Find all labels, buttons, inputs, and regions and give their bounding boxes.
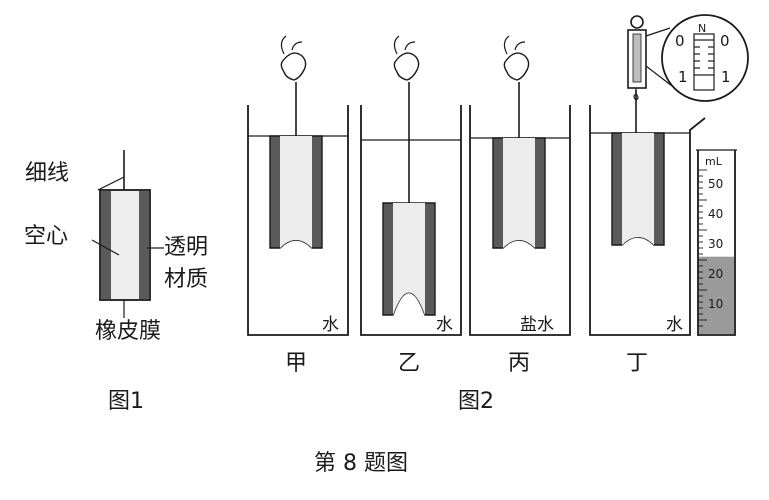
beaker-jia-walls: [247, 105, 349, 336]
graduated-cylinder: mL 50 40 30 20 10: [696, 149, 737, 336]
thread-label-pointer: [97, 176, 125, 191]
cylinder-label-10: 10: [708, 297, 723, 311]
beaker-ding-spout: [689, 117, 706, 140]
beaker-jia-liquid-label: 水: [322, 315, 339, 335]
beaker-yi-walls: [360, 105, 462, 336]
cylinder-label-30: 30: [708, 237, 723, 251]
hand-icon: [503, 52, 530, 81]
zoom-line-top: [645, 27, 671, 37]
beaker-yi-name: 乙: [398, 351, 420, 376]
zoom-line-bottom: [645, 65, 673, 87]
scale-hook-icon: [633, 88, 639, 101]
beaker-ding: 水: [589, 90, 706, 336]
caption-figure1: 图1: [108, 389, 144, 414]
cylinder-tick-group: [698, 169, 707, 327]
cylinder-label-50: 50: [708, 177, 723, 191]
fig1-tube-wall-left: [101, 191, 111, 299]
beaker-bing-liquid-label: 盐水: [520, 315, 554, 335]
hand-icon: [393, 52, 420, 81]
hand-fingers-icon: [393, 35, 416, 55]
beaker-bing: 盐水: [469, 35, 571, 336]
beaker-jia-tube-hollow: [280, 136, 312, 248]
beaker-ding-liquid-label: 水: [666, 315, 683, 335]
beaker-jia: 水: [247, 35, 349, 336]
caption-figure2: 图2: [458, 389, 494, 414]
beaker-jia-name: 甲: [285, 351, 307, 376]
cylinder-unit: mL: [705, 155, 723, 168]
magnifier-ticks: [694, 39, 714, 76]
fig1-tube-wall-right: [139, 191, 149, 299]
figure-title: 第 8 题图: [314, 451, 408, 476]
beaker-yi-liquid-label: 水: [436, 315, 453, 335]
beaker-ding-tube-hollow: [622, 133, 654, 245]
cylinder-label-20: 20: [708, 267, 723, 281]
label-membrane: 橡皮膜: [95, 319, 161, 344]
beaker-bing-tube-hollow: [503, 138, 535, 248]
label-hollow: 空心: [24, 224, 68, 249]
hand-icon: [280, 52, 307, 81]
scale-hook-ring-icon: [630, 15, 644, 29]
figure1-device: [91, 150, 164, 318]
beaker-ding-name: 丁: [626, 351, 648, 376]
cylinder-walls: [697, 150, 736, 336]
beaker-yi-tube-hollow: [393, 203, 425, 315]
scale-unit: N: [698, 22, 706, 35]
beaker-ding-walls: [589, 105, 691, 336]
label-transparent-1: 透明: [164, 235, 208, 260]
scale-spring: [632, 33, 642, 83]
scale-right-tick-0: 0: [720, 32, 730, 50]
beaker-yi: 水: [360, 35, 462, 336]
label-thread: 细线: [25, 161, 69, 186]
hand-fingers-icon: [280, 35, 303, 55]
fig1-hollow-core: [111, 191, 139, 299]
scale-left-tick-1: 1: [678, 68, 688, 86]
scale-right-tick-1: 1: [721, 68, 731, 86]
hand-fingers-icon: [503, 35, 526, 55]
cylinder-label-40: 40: [708, 207, 723, 221]
beaker-bing-walls: [469, 105, 571, 336]
spring-scale: N 0 1 0 1: [627, 14, 749, 102]
scale-left-tick-0: 0: [675, 32, 685, 50]
cylinder-water-fill: [699, 256, 734, 334]
hollow-label-pointer: [91, 239, 120, 256]
magnifier-scale-strip: [693, 33, 715, 91]
beaker-bing-name: 丙: [508, 351, 530, 376]
label-transparent-2: 材质: [164, 267, 208, 292]
